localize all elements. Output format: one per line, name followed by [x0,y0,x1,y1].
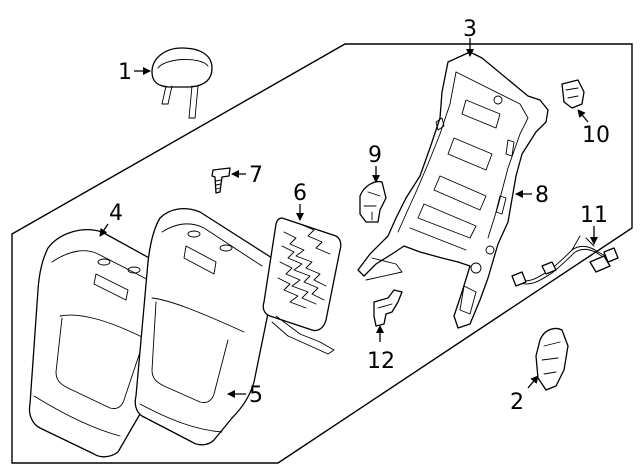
leader-4 [99,223,109,237]
small-bracket [373,289,403,327]
bolt [211,167,231,194]
leader-lines [99,38,598,398]
callout-2: 2 [510,390,524,415]
callout-6: 6 [293,181,307,206]
callout-1: 1 [118,60,132,85]
callout-3: 3 [463,17,477,42]
seat-back-spring-mat [262,217,342,355]
callout-5: 5 [249,383,263,408]
leader-10 [577,109,589,123]
leader-2 [527,375,539,389]
callout-labels: 1 2 3 4 5 6 7 8 9 10 11 12 [109,17,610,415]
callout-11: 11 [580,203,608,228]
wiring-harness [511,235,619,287]
callout-8: 8 [535,183,549,208]
seat-back-frame [357,51,549,329]
side-trim-cover [535,327,569,391]
headrest [151,47,213,119]
assembly-frame [11,43,633,464]
clip [561,79,585,109]
callout-9: 9 [368,143,382,168]
callout-12: 12 [367,349,395,374]
callout-4: 4 [109,201,123,226]
side-bracket-cover [359,180,387,223]
callout-7: 7 [249,163,263,188]
seat-back-cushion-right [134,207,278,446]
callout-10: 10 [582,123,610,148]
